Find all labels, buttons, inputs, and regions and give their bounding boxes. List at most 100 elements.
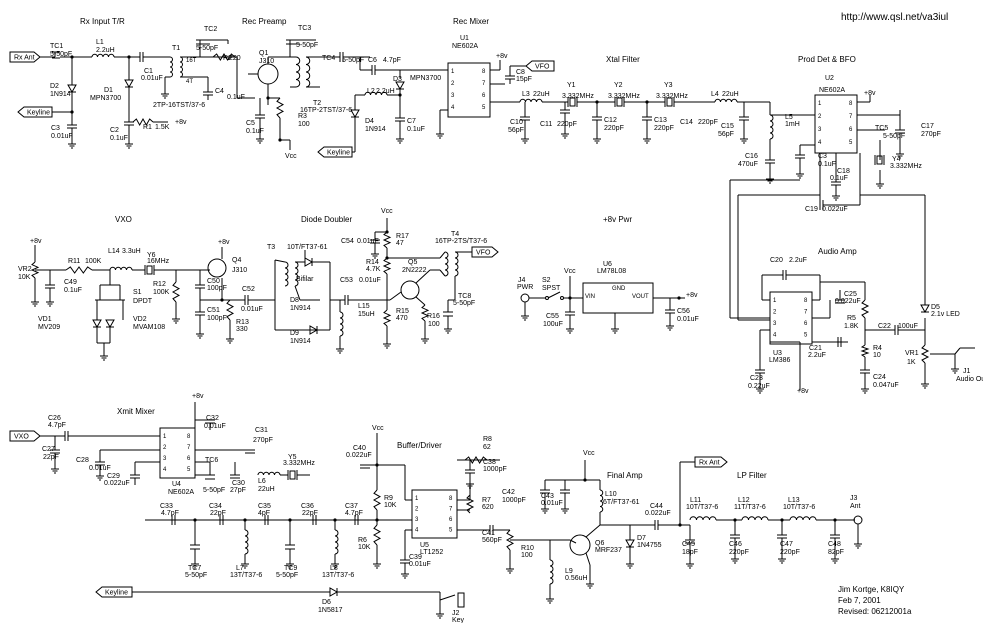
- wire: [389, 291, 402, 301]
- ic-pin-number: 5: [449, 528, 453, 534]
- resistor-r4: [860, 344, 870, 358]
- component-value: 56pF: [718, 131, 734, 138]
- component-value: 0.1uF: [110, 135, 128, 142]
- component-value: 0.22uF: [748, 383, 770, 390]
- component-value: 5-50pF: [185, 572, 207, 579]
- ref-designator: R11: [68, 258, 80, 265]
- component-value: 3.332MHz: [656, 93, 688, 100]
- component-value: 220pF: [654, 125, 674, 132]
- ref-designator: T4: [451, 231, 459, 238]
- section-title: Final Amp: [607, 471, 643, 480]
- ref-designator: C51: [207, 307, 220, 314]
- inductor-l1: [108, 53, 115, 58]
- ref-designator: C42: [502, 489, 515, 496]
- ref-designator: D6: [322, 599, 331, 606]
- ic-pin-number: 8: [187, 434, 191, 440]
- component-value: 0.01uF: [241, 306, 263, 313]
- section-title: Prod Det & BFO: [798, 55, 856, 64]
- component-value: 0.01uF: [51, 133, 73, 140]
- component-value: 10K: [358, 544, 371, 551]
- inductor-l1: [97, 53, 104, 58]
- ref-designator: C28: [76, 457, 89, 464]
- ref-designator: C29: [107, 473, 120, 480]
- ic-pin-number: 2: [415, 507, 419, 513]
- ref-designator: D4: [365, 118, 374, 125]
- ref-designator: D5: [931, 304, 940, 311]
- ref-designator: L12: [738, 497, 750, 504]
- ref-designator: J4: [518, 277, 526, 284]
- drawing-date: Feb 7, 2001: [838, 596, 881, 605]
- ic-pin-number: 7: [849, 114, 853, 120]
- component-value: MV209: [38, 324, 60, 331]
- wire: [294, 285, 301, 301]
- component-value: 16T: [186, 58, 197, 64]
- ref-designator: C37: [345, 503, 358, 510]
- inductor-l13: [789, 516, 797, 521]
- ref-designator: C41: [482, 530, 495, 537]
- component-value: 5-50pF: [276, 572, 298, 579]
- component-value: 0.01uF: [677, 316, 699, 323]
- component-value: 4.7pF: [383, 57, 401, 64]
- component-value: Key: [452, 617, 465, 623]
- component-value: 0.022uF: [645, 510, 671, 517]
- inductor-l15: [339, 317, 344, 325]
- component-value: 100pF: [207, 285, 227, 292]
- ref-designator: C50: [207, 278, 220, 285]
- component-value: 15uH: [358, 311, 375, 318]
- ref-designator: C53: [340, 277, 353, 284]
- ref-designator: C49: [64, 279, 77, 286]
- component-value: Ant: [850, 503, 861, 510]
- ref-designator: TC3: [298, 25, 311, 32]
- supply-label: Vcc: [372, 425, 384, 432]
- ref-designator: D7: [637, 535, 646, 542]
- ref-designator: TC5: [875, 125, 888, 132]
- ref-designator: L1: [96, 39, 104, 46]
- component-value: 0.01uF: [359, 277, 381, 284]
- wire: [415, 296, 426, 306]
- ref-designator: R9: [384, 495, 393, 502]
- component-value: LM386: [769, 357, 791, 364]
- ref-designator: C12: [604, 117, 617, 124]
- ref-designator: TC2: [204, 26, 217, 33]
- ref-designator: C40: [353, 445, 366, 452]
- component-value: 0.022uF: [835, 298, 861, 305]
- ic-pin-number: 7: [482, 81, 486, 87]
- ref-designator: J1: [963, 368, 971, 375]
- component-value: 100K: [85, 258, 102, 265]
- section-title: VXO: [115, 215, 132, 224]
- component-value: PWR: [517, 284, 533, 291]
- ref-designator: TC1: [50, 43, 63, 50]
- component-value: 270pF: [253, 437, 273, 444]
- component-value: 1K: [907, 359, 916, 366]
- resistor-r3: [275, 97, 285, 119]
- ref-designator: R15: [396, 308, 409, 315]
- component-value: 11T/T37-6: [734, 504, 766, 511]
- ref-designator: C10: [510, 119, 523, 126]
- transformer-t4: [454, 257, 459, 265]
- component-value: 82pF: [828, 549, 844, 556]
- component-value: 220: [229, 55, 241, 62]
- crystal-y4: [876, 155, 883, 165]
- inductor-l6: [274, 471, 281, 476]
- ic-pin-number: 3: [163, 456, 167, 462]
- transformer-t2: [305, 71, 311, 80]
- component-value: MVAM108: [133, 324, 165, 331]
- component-value: 5-50pF: [203, 487, 225, 494]
- inductor-l3: [519, 98, 526, 103]
- inductor-l14: [109, 266, 116, 271]
- transformer-t3: [284, 267, 289, 275]
- inductor-l4: [720, 98, 727, 103]
- component-value: Audio Out: [956, 376, 983, 383]
- inductor-l13: [809, 516, 817, 521]
- inductor-l9: [549, 571, 554, 579]
- transformer-t1: [169, 66, 173, 73]
- ref-designator: C2: [110, 127, 119, 134]
- ref-designator: D8: [290, 297, 299, 304]
- section-title: Rec Preamp: [242, 17, 287, 26]
- transformer-t3: [284, 279, 289, 287]
- ic-pin-number: 7: [449, 507, 453, 513]
- component-value: 1N914: [290, 338, 311, 345]
- component-value: 5-50pF: [342, 57, 364, 64]
- component-value: 2.1v LED: [931, 311, 960, 318]
- component-value: 1N914: [290, 305, 311, 312]
